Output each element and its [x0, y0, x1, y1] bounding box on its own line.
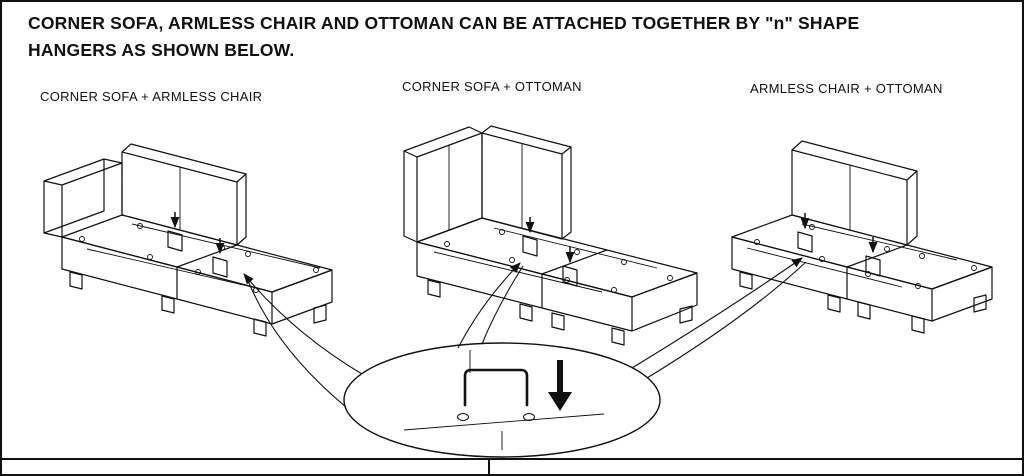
front-panels [416, 241, 698, 332]
n-shape-hanger-icon [522, 235, 538, 257]
diagram-armless-chair-ottoman [731, 140, 993, 334]
leader-arrow-left [243, 273, 363, 375]
diagram-corner-sofa-ottoman [403, 125, 698, 346]
front-panels [61, 236, 333, 325]
backrest-side [403, 126, 483, 243]
n-shape-hanger-icon [865, 255, 881, 277]
n-shape-hanger-icon [212, 256, 228, 278]
leader-line-center [481, 265, 524, 345]
seat-decks [61, 214, 333, 293]
seat-decks [731, 214, 993, 290]
legs [427, 279, 693, 346]
insert-down-arrow-icon [548, 360, 572, 411]
backrest-corner [481, 125, 572, 240]
detail-callout [343, 342, 661, 458]
legs [69, 271, 327, 337]
deck-rails [86, 223, 321, 291]
hanger-hole [523, 413, 535, 421]
n-shape-hanger-icon [797, 231, 813, 253]
leader-line-left [246, 277, 347, 408]
front-panels [731, 236, 993, 322]
n-shape-hanger-icon [463, 368, 529, 407]
table-column-divider [488, 460, 490, 474]
leader-line-right [646, 261, 807, 379]
deck-screw-holes [444, 229, 673, 293]
back-cushion-dividers [448, 144, 523, 230]
backrest [121, 143, 247, 246]
callout-leaders [243, 257, 807, 408]
diagram-label-corner-sofa-ottoman: CORNER SOFA + OTTOMAN [402, 79, 582, 94]
title-line-2: HANGERS AS SHOWN BELOW. [28, 40, 295, 61]
leader-arrow-center [457, 262, 521, 349]
diagram-label-corner-sofa-armless-chair: CORNER SOFA + ARMLESS CHAIR [40, 89, 263, 104]
backrest [791, 140, 918, 246]
diagram-corner-sofa-armless-chair [43, 143, 333, 337]
n-shape-hanger-icon [562, 265, 578, 287]
hanger-hole [457, 413, 469, 421]
rail-line [403, 413, 605, 431]
title-line-1: CORNER SOFA, ARMLESS CHAIR AND OTTOMAN C… [28, 13, 860, 33]
armrest [43, 158, 123, 238]
diagram-label-armless-chair-ottoman: ARMLESS CHAIR + OTTOMAN [750, 81, 943, 96]
deck-rails [746, 223, 958, 288]
magnifier-ellipse [343, 342, 661, 458]
leader-arrow-right [631, 257, 803, 369]
sheet-title: CORNER SOFA, ARMLESS CHAIR AND OTTOMAN C… [28, 10, 988, 64]
deck-screw-holes [754, 224, 977, 289]
legs [739, 271, 987, 334]
deck-screw-holes [79, 223, 319, 293]
n-shape-hanger-icon [167, 230, 183, 252]
table-fragment [2, 458, 1022, 474]
